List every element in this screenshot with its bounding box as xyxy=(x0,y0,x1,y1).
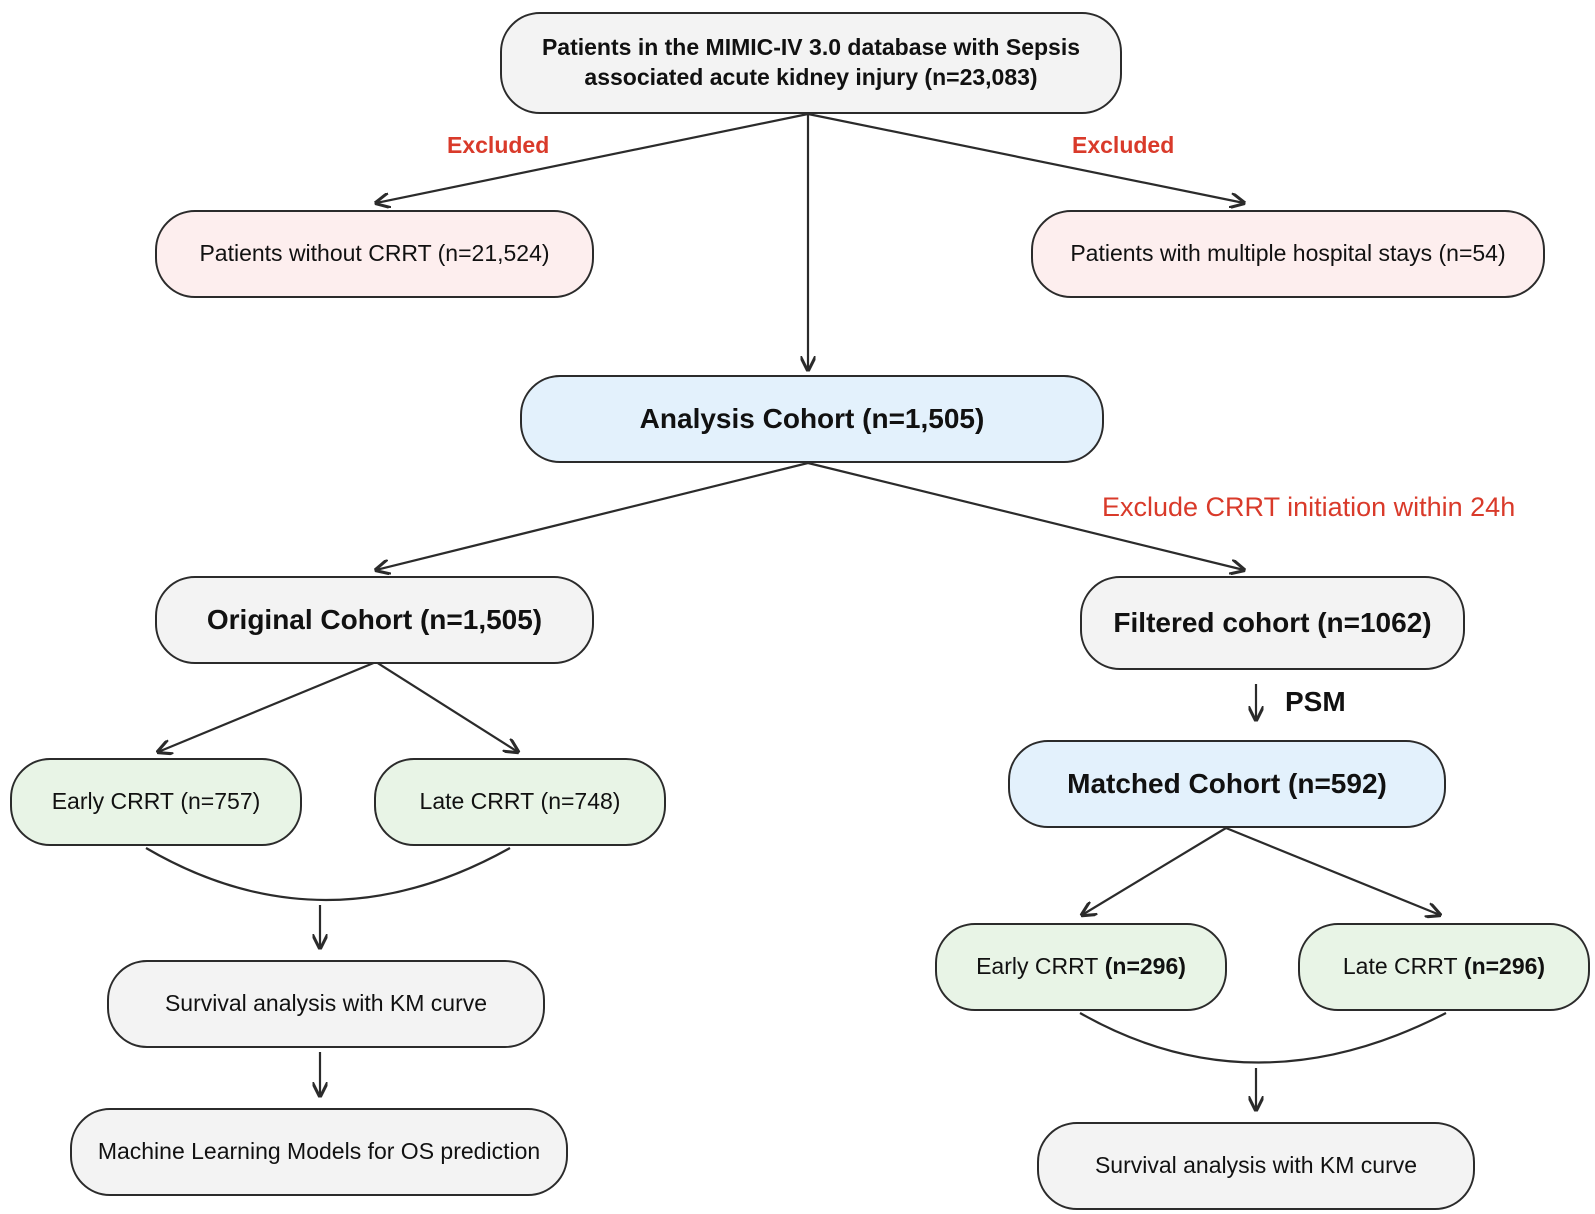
arrow-top-to-multiple-stays xyxy=(807,112,1244,203)
arrow-analysis-to-filtered xyxy=(807,461,1244,570)
survival-analysis-right-text: Survival analysis with KM curve xyxy=(1094,1152,1418,1179)
excluded-label-left: Excluded xyxy=(447,132,550,158)
mimic-population-line1: Patients in the MIMIC-IV 3.0 database wi… xyxy=(541,34,1081,61)
matched-cohort-label: Matched Cohort xyxy=(1067,767,1281,799)
patients-without-crrt-text: Patients without CRRT (n=21,524) xyxy=(199,240,550,267)
early-crrt-matched-count: (n=296) xyxy=(1104,953,1186,980)
box-patients-without-crrt: Patients without CRRT (n=21,524) xyxy=(155,210,594,298)
arrow-original-to-late xyxy=(375,661,518,752)
excluded-label-right: Excluded xyxy=(1072,132,1175,158)
box-late-crrt-matched: Late CRRT (n=296) xyxy=(1298,923,1590,1011)
matched-cohort-count: (n=592) xyxy=(1288,767,1387,799)
arrow-matched-to-late xyxy=(1225,826,1440,915)
arrow-top-to-without-crrt xyxy=(376,112,809,203)
ml-models-text: Machine Learning Models for OS predictio… xyxy=(97,1138,541,1165)
exclude-24h-label: Exclude CRRT initiation within 24h xyxy=(1102,492,1516,522)
multiple-hospital-stays-text: Patients with multiple hospital stays (n… xyxy=(1070,240,1506,267)
box-survival-analysis-right: Survival analysis with KM curve xyxy=(1037,1122,1475,1210)
filtered-cohort-text: Filtered cohort (n=1062) xyxy=(1113,606,1432,638)
box-early-crrt-original: Early CRRT (n=757) xyxy=(10,758,302,846)
box-early-crrt-matched: Early CRRT (n=296) xyxy=(935,923,1227,1011)
early-crrt-original-count: (n=757) xyxy=(180,788,261,815)
late-crrt-original-label: Late CRRT xyxy=(419,788,535,815)
arrow-analysis-to-original xyxy=(376,461,809,570)
box-survival-analysis-left: Survival analysis with KM curve xyxy=(107,960,545,1048)
bracket-curve-right xyxy=(1079,1012,1447,1064)
early-crrt-original-label: Early CRRT xyxy=(51,788,174,815)
survival-analysis-left-text: Survival analysis with KM curve xyxy=(164,990,488,1017)
box-original-cohort: Original Cohort (n=1,505) xyxy=(155,576,594,664)
box-matched-cohort: Matched Cohort (n=592) xyxy=(1008,740,1446,828)
mimic-population-line2: associated acute kidney injury (n=23,083… xyxy=(584,64,1038,90)
box-late-crrt-original: Late CRRT (n=748) xyxy=(374,758,666,846)
psm-label: PSM xyxy=(1285,686,1346,717)
bracket-curve-left xyxy=(145,847,511,901)
box-mimic-population: Patients in the MIMIC-IV 3.0 database wi… xyxy=(500,12,1122,114)
box-filtered-cohort: Filtered cohort (n=1062) xyxy=(1080,576,1465,670)
arrow-original-to-early xyxy=(158,660,377,752)
late-crrt-original-count: (n=748) xyxy=(540,788,621,815)
late-crrt-matched-count: (n=296) xyxy=(1463,953,1546,980)
box-multiple-hospital-stays: Patients with multiple hospital stays (n… xyxy=(1031,210,1545,298)
original-cohort-text: Original Cohort (n=1,505) xyxy=(206,603,543,635)
box-analysis-cohort: Analysis Cohort (n=1,505) xyxy=(520,375,1104,463)
early-crrt-matched-label: Early CRRT xyxy=(976,953,1099,980)
arrow-matched-to-early xyxy=(1082,827,1227,915)
box-ml-models: Machine Learning Models for OS predictio… xyxy=(70,1108,568,1196)
late-crrt-matched-label: Late CRRT xyxy=(1342,953,1458,980)
analysis-cohort-text: Analysis Cohort (n=1,505) xyxy=(639,402,985,434)
